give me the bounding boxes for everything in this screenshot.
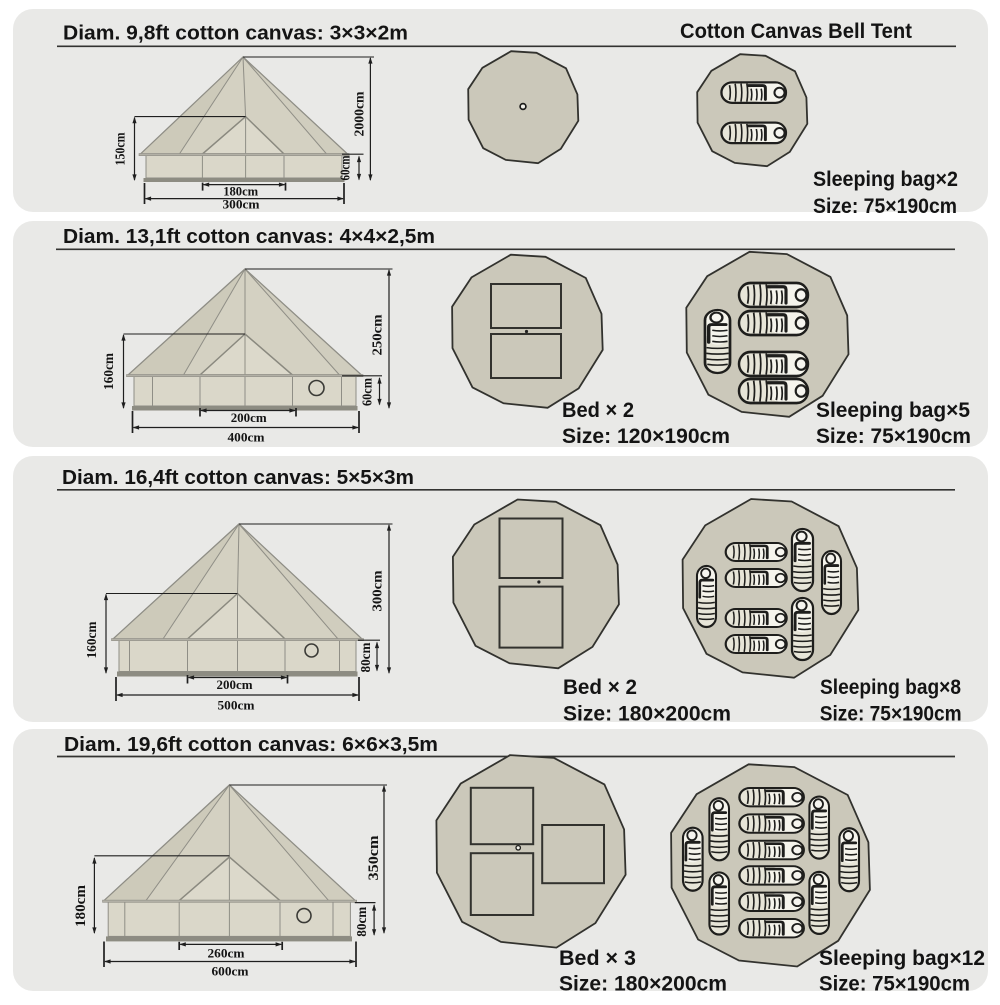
svg-text:80cm: 80cm [355, 906, 370, 936]
svg-text:600cm: 600cm [212, 964, 249, 979]
svg-text:300cm: 300cm [371, 570, 386, 611]
svg-text:Cotton Canvas Bell Tent: Cotton Canvas Bell Tent [680, 20, 912, 43]
svg-text:180cm: 180cm [223, 183, 258, 198]
svg-text:160cm: 160cm [85, 621, 100, 658]
svg-text:350cm: 350cm [366, 835, 382, 881]
svg-text:Sleeping bag×12: Sleeping bag×12 [819, 947, 985, 970]
svg-text:Size: 75×190cm: Size: 75×190cm [820, 703, 962, 726]
svg-text:Sleeping bag×8: Sleeping bag×8 [820, 676, 961, 699]
svg-text:300cm: 300cm [223, 197, 260, 212]
svg-text:500cm: 500cm [218, 698, 255, 713]
svg-text:150cm: 150cm [113, 132, 128, 166]
svg-text:260cm: 260cm [208, 946, 245, 961]
svg-text:2000cm: 2000cm [353, 91, 368, 136]
svg-text:250cm: 250cm [371, 314, 386, 355]
svg-text:Diam. 16,4ft cotton canvas: 5×: Diam. 16,4ft cotton canvas: 5×5×3m [62, 466, 414, 489]
svg-text:Sleeping bag×2: Sleeping bag×2 [813, 168, 958, 191]
svg-text:160cm: 160cm [102, 353, 117, 390]
svg-text:400cm: 400cm [228, 430, 265, 445]
svg-text:200cm: 200cm [217, 677, 253, 692]
svg-text:Diam. 19,6ft cotton canvas: 6×: Diam. 19,6ft cotton canvas: 6×6×3,5m [64, 733, 438, 756]
svg-text:80cm: 80cm [359, 642, 374, 672]
svg-text:Size: 75×190cm: Size: 75×190cm [819, 973, 970, 996]
svg-text:180cm: 180cm [73, 884, 89, 927]
svg-text:60cm: 60cm [360, 377, 375, 406]
svg-text:60cm: 60cm [338, 155, 353, 181]
svg-text:Size: 180×200cm: Size: 180×200cm [563, 703, 731, 726]
svg-text:Size: 120×190cm: Size: 120×190cm [562, 425, 730, 448]
svg-text:Bed × 3: Bed × 3 [559, 947, 636, 970]
svg-text:Diam. 9,8ft cotton canvas: 3×3: Diam. 9,8ft cotton canvas: 3×3×2m [63, 22, 408, 45]
svg-text:200cm: 200cm [231, 410, 267, 425]
svg-text:Diam. 13,1ft cotton canvas: 4×: Diam. 13,1ft cotton canvas: 4×4×2,5m [63, 225, 435, 248]
svg-text:Sleeping bag×5: Sleeping bag×5 [816, 399, 970, 422]
svg-text:Size: 75×190cm: Size: 75×190cm [816, 425, 971, 448]
svg-text:Size: 180×200cm: Size: 180×200cm [559, 973, 727, 996]
svg-text:Bed × 2: Bed × 2 [562, 399, 634, 422]
svg-text:Bed × 2: Bed × 2 [563, 676, 637, 699]
svg-text:Size: 75×190cm: Size: 75×190cm [813, 195, 957, 218]
